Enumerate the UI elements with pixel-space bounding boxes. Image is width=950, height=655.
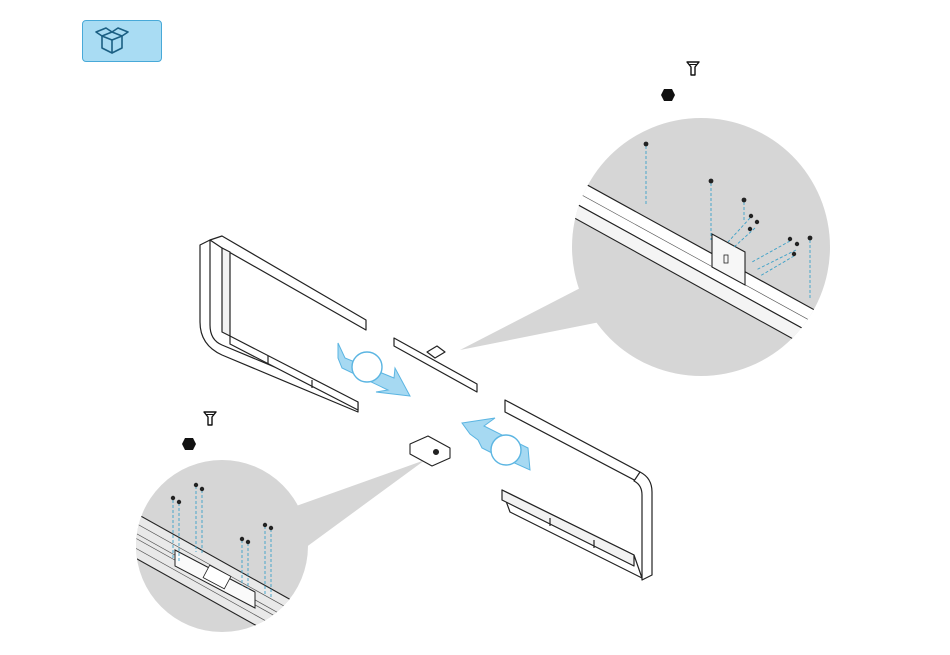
countersunk-screw-icon (204, 412, 216, 425)
legend-bottom (182, 412, 216, 450)
joining-bracket (410, 436, 450, 466)
legend-top (661, 62, 699, 101)
u-frame-right (502, 400, 652, 580)
joining-bar (394, 338, 477, 392)
countersunk-screw-icon (687, 62, 699, 75)
arrow-left-to-center (338, 343, 410, 396)
hex-nut-icon (661, 89, 675, 101)
u-frame-left (200, 236, 366, 412)
hex-nut-icon (182, 438, 196, 450)
arrow-right-to-center (462, 418, 530, 470)
zoom-detail-bottom (130, 460, 308, 650)
zoom-detail-top (560, 118, 860, 376)
